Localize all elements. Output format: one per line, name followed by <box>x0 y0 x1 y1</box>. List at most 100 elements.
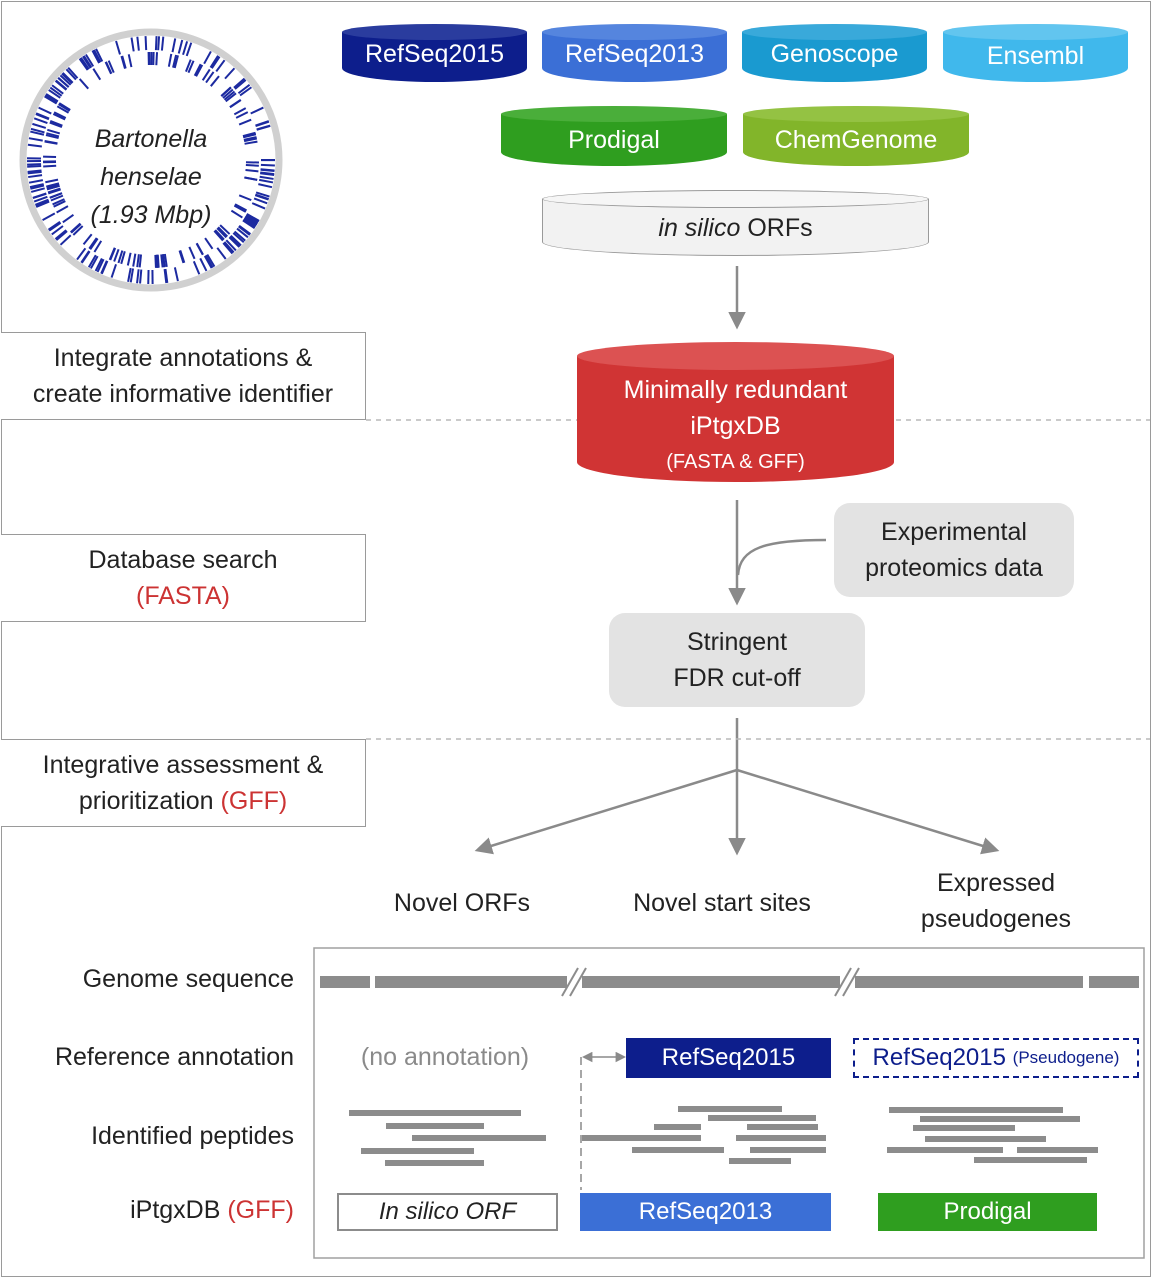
no-annotation-text: (no annotation) <box>360 1043 530 1071</box>
step-database-search: Database search (FASTA) <box>1 534 366 622</box>
gene-tick <box>44 140 58 145</box>
gene-tick <box>167 53 173 67</box>
source-ensembl: Ensembl <box>943 24 1128 82</box>
gene-tick <box>260 168 275 173</box>
gene-tick <box>233 107 247 116</box>
gene-tick <box>38 106 52 115</box>
gene-tick <box>32 122 47 129</box>
proteomics-merge-line <box>736 538 827 576</box>
gene-tick <box>34 198 49 206</box>
fdr-box: Stringent FDR cut-off <box>609 613 865 707</box>
peptide <box>750 1147 826 1153</box>
gene-tick <box>173 55 179 69</box>
gene-tick <box>215 59 226 73</box>
gene-tick <box>110 263 117 278</box>
gene-tick <box>171 38 177 53</box>
gene-tick <box>233 204 247 213</box>
gene-tick <box>230 209 243 219</box>
gene-tick <box>65 68 77 81</box>
source-refseq2015: RefSeq2015 <box>342 24 527 82</box>
gene-tick <box>56 105 70 114</box>
pseudogene-tag: (Pseudogene) <box>1012 1048 1120 1067</box>
peptide <box>708 1115 816 1121</box>
genome-size: (1.93 Mbp) <box>90 201 212 229</box>
gene-tick <box>55 79 68 91</box>
gene-tick <box>113 248 120 262</box>
gene-tick <box>78 58 89 71</box>
gene-tick <box>55 230 68 241</box>
example-panel <box>313 947 1145 1259</box>
gene-tick <box>182 41 189 56</box>
gene-tick <box>203 50 212 65</box>
gene-tick <box>91 50 101 64</box>
gene-tick <box>127 54 133 68</box>
gene-tick <box>82 55 93 69</box>
gene-tick <box>61 72 73 85</box>
gene-tick <box>49 86 63 97</box>
start-site-shift <box>580 1051 627 1190</box>
gene-tick <box>185 42 193 57</box>
peptide <box>889 1107 1063 1113</box>
outcome-novel-orfs: Novel ORFs <box>393 889 531 917</box>
gene-tick <box>45 178 59 184</box>
gene-tick <box>51 84 64 95</box>
peptide <box>412 1135 546 1141</box>
gene-tick <box>46 183 60 189</box>
gene-tick <box>47 128 61 135</box>
gene-tick <box>222 88 234 99</box>
gene-tick <box>260 171 275 176</box>
gene-tick <box>30 184 45 190</box>
gene-tick <box>52 198 65 206</box>
pseudogene-annotation: RefSeq2015 (Pseudogene) <box>853 1038 1139 1078</box>
peptide <box>925 1136 1046 1142</box>
gene-tick <box>132 253 137 267</box>
gene-tick <box>49 121 63 128</box>
gene-tick <box>59 74 72 86</box>
gene-tick <box>229 235 241 247</box>
gene-tick <box>214 229 225 241</box>
gene-tick <box>204 254 214 269</box>
gene-ticks <box>26 36 276 285</box>
gene-tick <box>199 257 208 272</box>
gene-tick <box>35 112 50 120</box>
proteomics-line1: Experimental <box>881 518 1027 546</box>
insilico-prefix: in silico <box>658 214 741 242</box>
gene-tick <box>50 194 64 202</box>
gene-tick <box>54 229 67 240</box>
gene-tick <box>225 239 237 252</box>
gene-tick <box>42 212 56 222</box>
iptgxdb-cylinder: Minimally redundant iPtgxDB (FASTA & GFF… <box>577 342 894 482</box>
gene-tick <box>224 67 236 80</box>
peptide <box>974 1157 1087 1163</box>
gene-tick <box>228 236 240 248</box>
gene-tick <box>259 175 274 180</box>
expressed-line2: pseudogenes <box>920 905 1072 933</box>
genome-name: Bartonella henselae <box>94 125 208 191</box>
gene-tick <box>232 232 245 244</box>
gene-tick <box>82 233 93 245</box>
gene-tick <box>239 86 253 97</box>
gene-tick <box>52 113 66 121</box>
gene-tick <box>46 132 60 138</box>
row-reference-annotation: Reference annotation <box>54 1043 294 1071</box>
arrow-to-novel-orfs <box>474 768 738 855</box>
gene-tick <box>253 197 268 205</box>
gene-tick <box>243 136 257 141</box>
gene-tick <box>201 68 211 81</box>
db-line1: Minimally redundant <box>623 376 848 404</box>
gene-tick <box>204 237 214 250</box>
expressed-line1: Expressed <box>936 869 1056 897</box>
gene-tick <box>205 71 215 84</box>
gene-tick <box>238 194 252 202</box>
gene-tick <box>243 137 258 143</box>
gene-tick <box>44 94 58 104</box>
gene-tick <box>177 39 184 54</box>
gene-tick <box>51 225 64 236</box>
gene-tick <box>136 36 140 51</box>
gene-tick <box>203 255 213 269</box>
gene-tick <box>45 134 59 140</box>
gene-tick <box>100 260 108 274</box>
row-iptgxdb-label: iPtgxDB <box>130 1196 221 1224</box>
row-identified-peptides: Identified peptides <box>91 1122 294 1150</box>
